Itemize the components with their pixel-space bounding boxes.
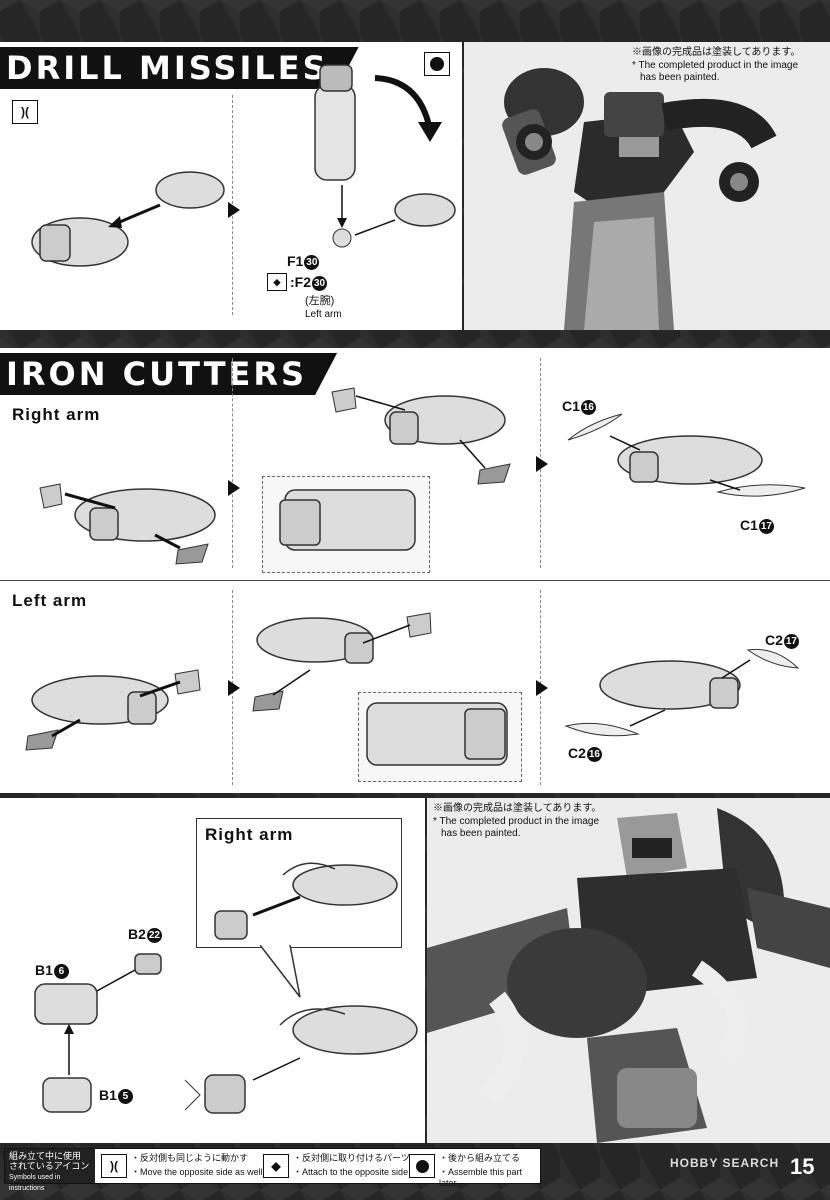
legend-item2-jp: ・反対側に取り付けるパーツ (293, 1153, 410, 1163)
painted-note-en-top-1: * The completed product in the image (632, 60, 799, 71)
left-arm-step3-illustration (564, 648, 800, 737)
legend-item2-en: ・Attach to the opposite side. (293, 1167, 411, 1177)
right-arm-step1-illustration (39, 483, 216, 565)
left-arm-label: Left arm (12, 591, 88, 610)
left-arm-step1-illustration (25, 669, 201, 751)
drill-part-illustration (314, 64, 456, 248)
assemble-later-icon (424, 52, 450, 76)
iron-cutters-title: IRON CUTTERS (0, 353, 337, 395)
legend-item3-jp: ・後から組み立てる (439, 1153, 521, 1163)
right-arm-step3-illustration (567, 413, 806, 497)
callout-hand-illustration (214, 862, 398, 940)
painted-note-jp-top: ※画像の完成品は塗装してあります。 (632, 47, 801, 58)
painted-note-en-bottom-2: has been painted. (441, 828, 521, 839)
painted-note-en-top-2: has been painted. (640, 72, 720, 83)
left-arm-step2-illustration (252, 612, 508, 766)
opposite-side-icon: ◆ (267, 273, 287, 291)
drill-missiles-title: DRILL MISSILES (0, 47, 359, 89)
symbol-legend: 組み立て中に使用 されているアイコン Symbols used in instr… (4, 1148, 541, 1192)
left-arm-en-note: Left arm (305, 309, 342, 320)
legend-heading: 組み立て中に使用 されているアイコン Symbols used in instr… (5, 1149, 95, 1192)
step-arrow (228, 480, 240, 496)
drill-missiles-panel (0, 42, 462, 330)
step-arrow (536, 456, 548, 472)
step-arrow (228, 202, 240, 218)
row-divider (0, 580, 830, 581)
bottom-right-arm-label: Right arm (205, 825, 294, 844)
step-arrow (536, 680, 548, 696)
watermark: HOBBY SEARCH (670, 1156, 780, 1170)
mirror-icon: )( (12, 100, 38, 124)
step-arrow (228, 680, 240, 696)
right-arm-label: Right arm (12, 405, 101, 424)
page-number: 15 (790, 1154, 815, 1179)
legend-item1-jp: ・反対側も同じように動かす (131, 1153, 249, 1163)
legend-opposite-icon: ◆ (263, 1154, 289, 1178)
painted-note-en-bottom-1: * The completed product in the image (433, 816, 600, 827)
callout-pointer (259, 945, 301, 998)
legend-item1-en: ・Move the opposite side as well. (131, 1167, 266, 1177)
right-arm-step2-illustration (279, 387, 511, 551)
step-divider (232, 358, 233, 568)
legend-later-icon (409, 1154, 435, 1178)
legend-item3-en: ・Assemble this part later. (439, 1167, 523, 1188)
painted-note-jp-bottom: ※画像の完成品は塗装してあります。 (433, 803, 602, 814)
left-arm-jp-note: (左腕) (305, 295, 335, 307)
iron-cutters-product-photo (427, 798, 830, 1143)
legend-mirror-icon: )( (101, 1154, 127, 1178)
hand-assembly-illustration (34, 953, 418, 1114)
drill-missiles-product-photo (464, 42, 830, 330)
drill-arm-illustration (31, 171, 225, 267)
